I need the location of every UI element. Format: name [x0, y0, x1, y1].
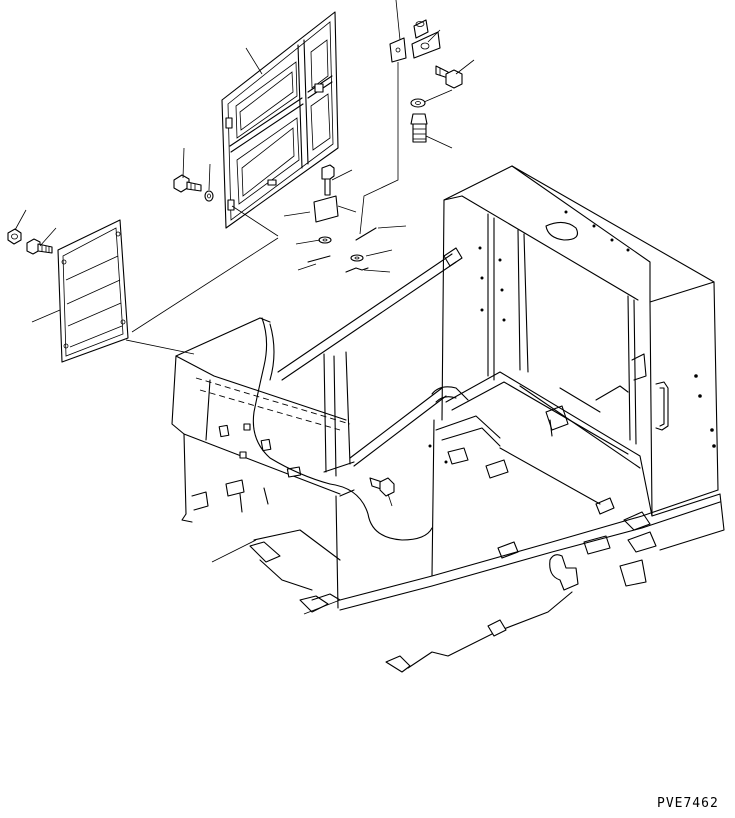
assembly-lines [126, 62, 398, 354]
frame-assembly [172, 166, 724, 612]
hinge-washer [411, 99, 425, 107]
hinge-bolt [436, 66, 462, 88]
upper-door-panel [222, 12, 338, 228]
center-small-parts [308, 165, 376, 272]
hinge-cap-bolt [411, 114, 427, 142]
callout-leaders [15, 0, 474, 614]
left-cover-panel [58, 220, 128, 362]
hinge-bracket [390, 20, 440, 62]
door-bolt [174, 175, 201, 192]
lower-harness [386, 592, 572, 672]
drawing-code: PVE7462 [657, 796, 719, 811]
door-washer [205, 191, 213, 201]
left-nut [8, 229, 21, 244]
left-bolt [27, 239, 52, 254]
